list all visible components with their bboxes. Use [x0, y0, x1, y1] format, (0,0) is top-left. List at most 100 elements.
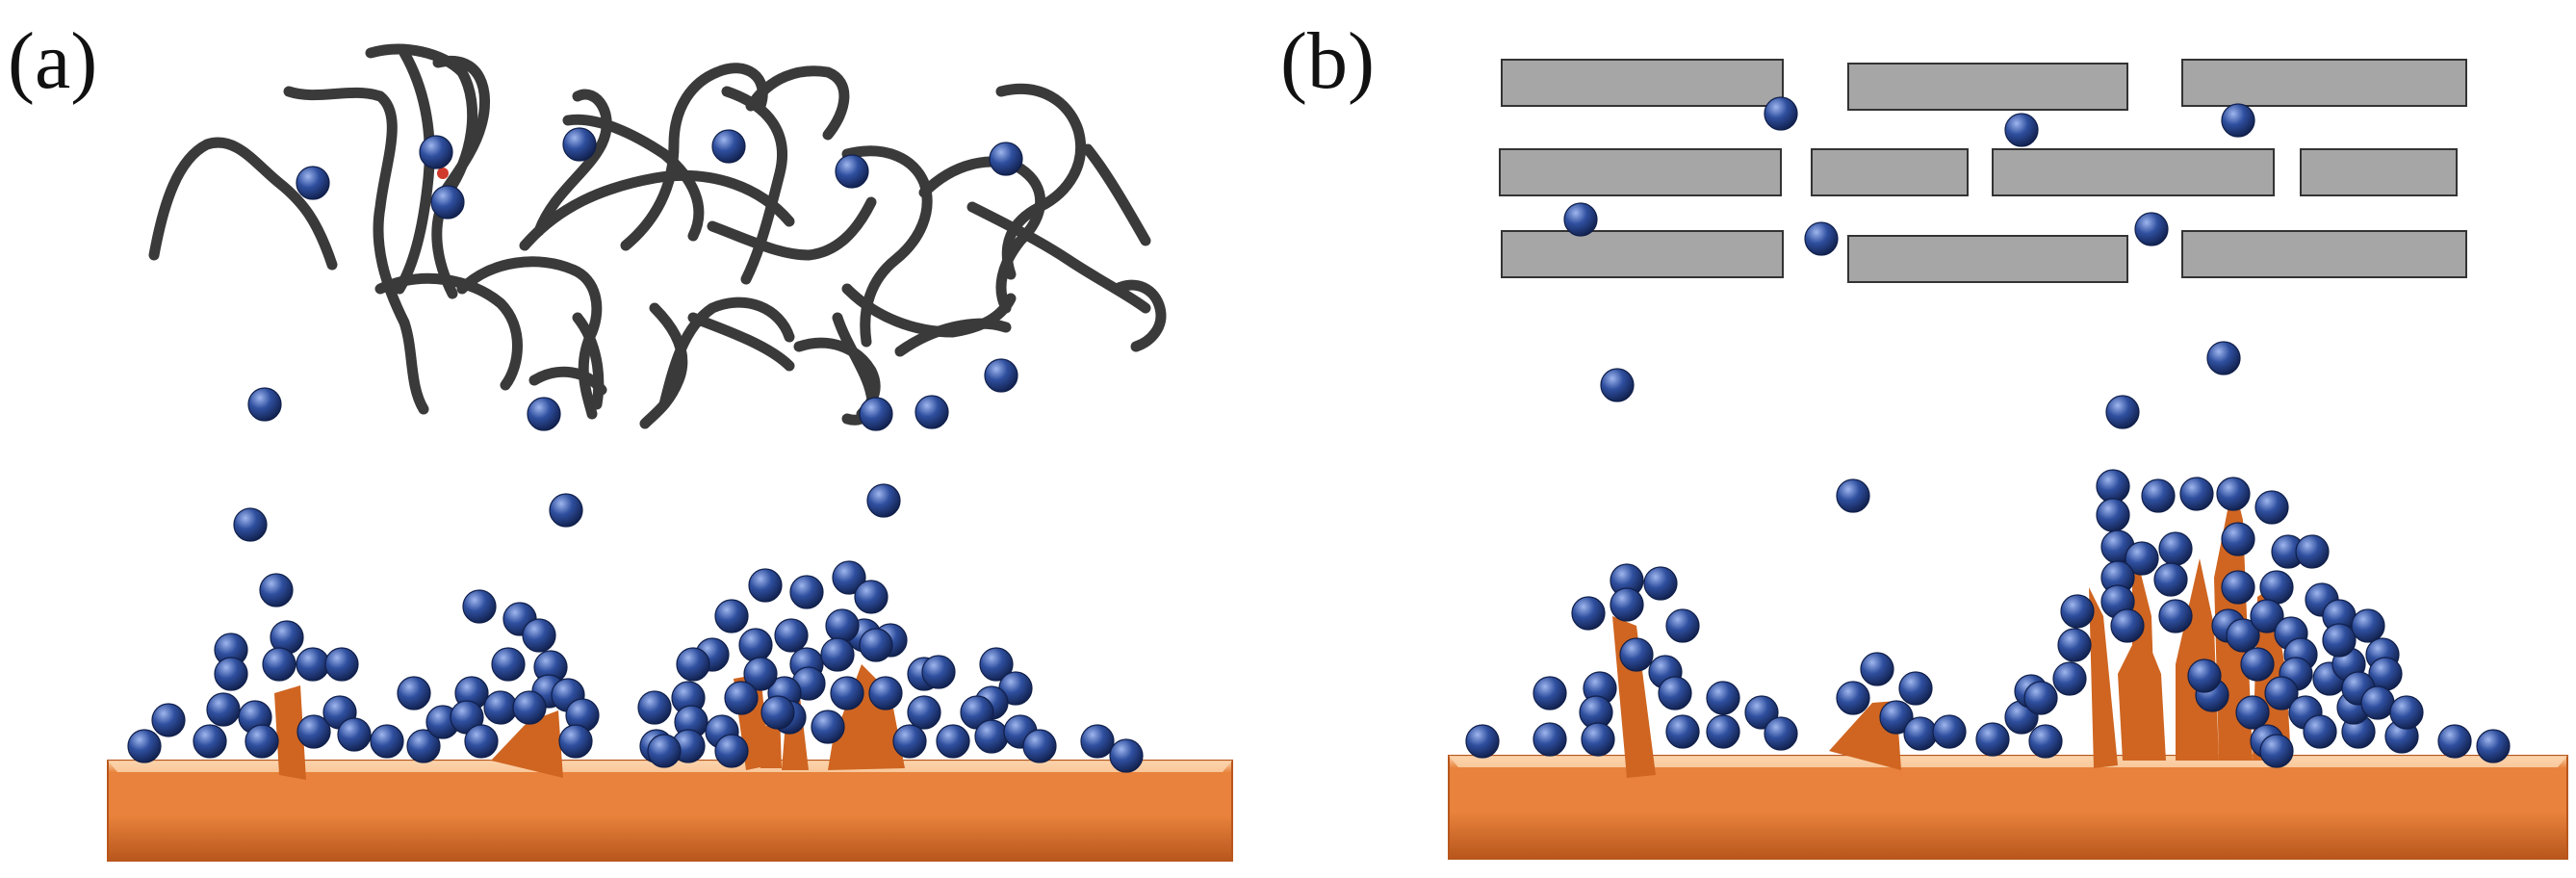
ion-sphere-icon [1619, 637, 1654, 672]
ion-sphere-icon [676, 647, 710, 682]
ion-sphere-icon [2437, 724, 2472, 759]
ion-sphere-icon [206, 692, 241, 727]
ion-sphere-icon [811, 710, 845, 744]
ion-sphere-icon [2158, 531, 2193, 566]
polymer-chain-icon [687, 312, 795, 372]
ion-sphere-icon [2096, 469, 2130, 504]
ion-sphere-icon [835, 154, 869, 189]
ion-sphere-icon [1804, 221, 1839, 256]
polymer-chain-icon [519, 169, 795, 251]
ion-sphere-icon [1903, 716, 1938, 751]
ion-sphere-icon [245, 724, 279, 759]
ion-sphere-icon [1533, 722, 1567, 757]
ion-sphere-icon [2179, 477, 2214, 511]
polymer-chain-icon [572, 312, 605, 410]
ion-sphere-icon [549, 493, 583, 528]
ion-sphere-icon [914, 395, 949, 429]
ion-sphere-icon [2153, 562, 2188, 597]
chain-end-marker [437, 168, 449, 179]
ion-group [127, 127, 1144, 773]
ion-sphere-icon [1744, 695, 1779, 730]
ion-sphere-icon [1643, 566, 1678, 601]
platelet-icon [1847, 235, 2128, 283]
ion-sphere-icon [2004, 113, 2039, 147]
ion-sphere-icon [483, 690, 518, 725]
ion-sphere-icon [522, 618, 556, 653]
ion-sphere-icon [1932, 714, 1967, 749]
ion-sphere-icon [1836, 478, 1870, 513]
ion-sphere-icon [151, 703, 186, 737]
ion-sphere-icon [193, 724, 227, 759]
electrode-body [1448, 755, 2568, 860]
ion-sphere-icon [2295, 534, 2330, 569]
panel-label-a: (a) [8, 16, 98, 106]
ion-sphere-icon [512, 690, 547, 725]
ion-sphere-icon [921, 655, 956, 689]
ion-sphere-icon [214, 657, 248, 691]
ion-sphere-icon [2216, 477, 2251, 511]
panel-a [107, 43, 1233, 862]
ion-sphere-icon [1610, 587, 1644, 622]
ion-sphere-icon [296, 714, 331, 749]
ion-sphere-icon [989, 142, 1023, 176]
ion-sphere-icon [262, 647, 296, 682]
ion-sphere-icon [2303, 714, 2337, 749]
ion-sphere-icon [558, 724, 593, 759]
ion-sphere-icon [2389, 695, 2424, 730]
ion-sphere-icon [832, 560, 866, 595]
ion-sphere-icon [936, 724, 970, 759]
ion-sphere-icon [127, 729, 162, 763]
polymer-network [148, 43, 1167, 429]
ion-sphere-icon [1764, 716, 1798, 751]
ion-sphere-icon [337, 717, 372, 752]
polymer-chain-icon [894, 318, 1012, 357]
polymer-chain-icon [918, 156, 1046, 314]
ion-sphere-icon [1533, 676, 1567, 710]
ion-sphere-icon [1465, 724, 1500, 759]
polymer-chain-icon [639, 302, 688, 429]
ion-sphere-icon [825, 608, 860, 643]
ion-sphere-icon [491, 647, 526, 682]
polymer-chain-icon [533, 89, 612, 237]
platelet-icon [1992, 148, 2275, 196]
ion-sphere-icon [2259, 734, 2294, 768]
ion-sphere-icon [859, 397, 893, 431]
dendrite-icon [274, 685, 306, 780]
electrode-body [107, 760, 1233, 862]
ion-sphere-icon [2057, 628, 2092, 662]
ion-sphere-icon [233, 507, 268, 542]
dendrite-icon [2132, 539, 2156, 761]
ion-sphere-icon [2476, 729, 2511, 763]
polymer-chain-icon [658, 297, 795, 410]
ion-sphere-icon [1665, 714, 1700, 749]
ion-sphere-icon [1836, 681, 1870, 715]
ion-sphere-icon [406, 729, 441, 763]
ion-sphere-icon [324, 647, 359, 682]
ion-sphere-icon [1898, 671, 1933, 706]
ion-sphere-icon [397, 676, 431, 710]
ion-group [1465, 96, 2511, 768]
ion-sphere-icon [2221, 570, 2255, 605]
ion-sphere-icon [647, 734, 682, 768]
electrode-icon [1448, 755, 2568, 860]
polymer-chain-icon [374, 272, 523, 391]
ion-sphere-icon [2110, 608, 2145, 643]
ion-sphere-icon [1706, 714, 1740, 749]
ion-sphere-icon [527, 397, 561, 431]
ion-sphere-icon [1563, 202, 1598, 237]
dendrite-icon [2089, 587, 2118, 768]
ion-sphere-icon [760, 695, 795, 730]
ion-sphere-icon [2028, 724, 2063, 759]
ion-sphere-icon [2052, 661, 2087, 696]
polymer-chain-icon [432, 56, 491, 208]
ion-sphere-icon [462, 589, 497, 624]
platelet-icon [1847, 63, 2128, 111]
ion-sphere-icon [2360, 685, 2395, 720]
ion-sphere-icon [2322, 623, 2357, 658]
ion-sphere-icon [464, 724, 499, 759]
ion-sphere-icon [907, 695, 941, 730]
ion-sphere-icon [1706, 681, 1740, 715]
ion-sphere-icon [743, 657, 778, 691]
ion-sphere-icon [979, 647, 1014, 682]
ion-sphere-icon [748, 568, 783, 603]
